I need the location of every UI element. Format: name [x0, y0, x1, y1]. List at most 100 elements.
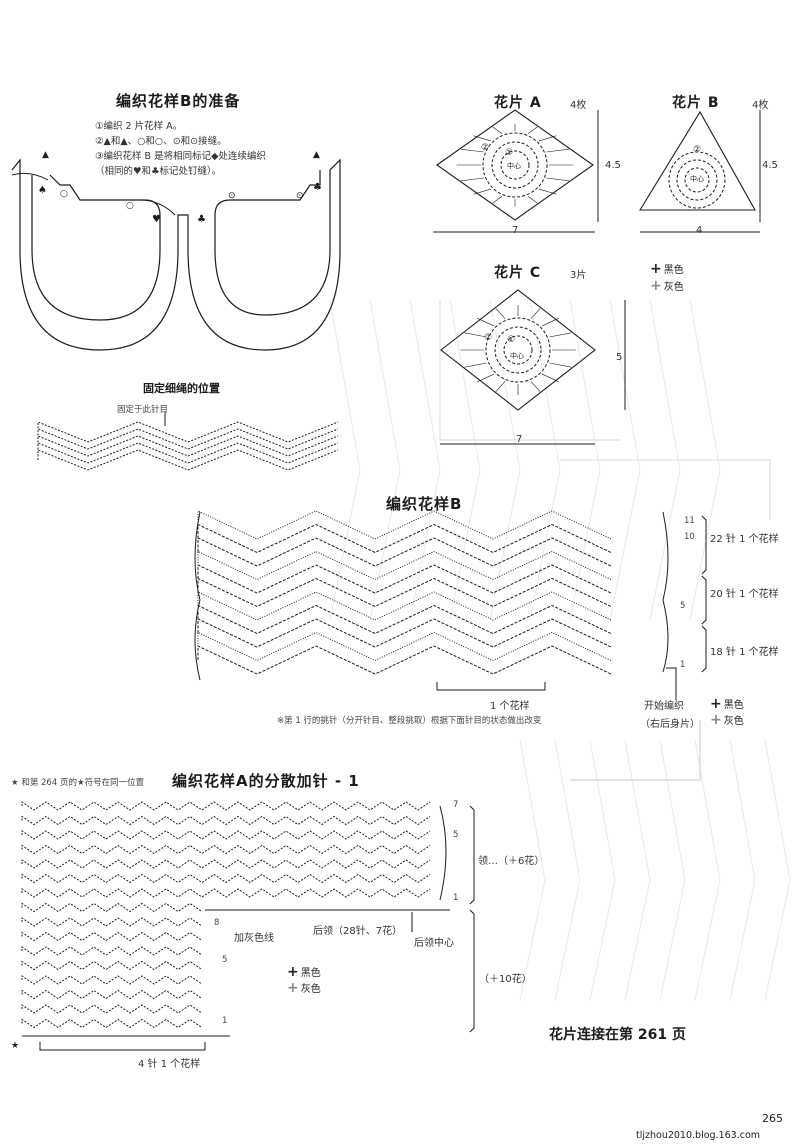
star-marker: ★ [11, 1041, 20, 1051]
pattern-b-row-9 [197, 618, 612, 648]
motif-b-ring [676, 159, 718, 201]
pattern-b-row-1: 1 [680, 660, 686, 670]
cord-note: 固定于此针目 [117, 405, 169, 415]
pattern-b-start-sub: （右后身片） [640, 719, 700, 730]
legend-b-gray: +灰色 [710, 712, 744, 728]
prep-step-1: ①编织 2 片花样 A。 [95, 121, 183, 132]
mark-triangle-r: ▲ [313, 150, 320, 160]
pattern-b-start-arrow [666, 667, 677, 700]
motif-b-width: 4 [696, 225, 703, 236]
motif-c-label-2: ② [484, 333, 492, 343]
motif-a-label-1: ① [505, 148, 513, 158]
pattern-b-start-label: 开始编织 [644, 701, 684, 712]
pattern-a-title: 编织花样A的分散加针 - 1 [172, 772, 360, 790]
pattern-a-row-3 [21, 830, 431, 840]
pattern-a-row-9 [21, 917, 203, 927]
motif-c-label-center: 中心 [510, 351, 524, 360]
cord-row-1 [37, 428, 339, 450]
pattern-a-row-5: 5 [453, 830, 459, 840]
mark-circle-r: ○ [126, 201, 134, 211]
pattern-b-row-6 [197, 577, 612, 608]
motif-a-height: 4.5 [605, 160, 621, 171]
mark-triangle-l: ▲ [42, 150, 49, 160]
motif-a-label-center: 中心 [507, 161, 521, 170]
pattern-a-row-14 [21, 989, 203, 1000]
pattern-a-row-4 [21, 844, 431, 855]
watermark: tljzhou2010.blog.163.com [636, 1130, 761, 1141]
prep-u-inner [31, 174, 161, 321]
pattern-b-row-5: 5 [680, 601, 686, 611]
connect-note: 花片连接在第 261 页 [549, 1027, 686, 1043]
motif-c-width: 7 [516, 434, 523, 445]
pattern-b-row-11 [197, 645, 612, 675]
legend-top-gray: +灰色 [650, 278, 684, 294]
pattern-a-bracket-top [469, 805, 475, 905]
pattern-a-row-13 [21, 975, 203, 985]
pattern-a-row-11 [21, 946, 203, 956]
label-back-collar: 后领（28针、7花） [313, 926, 403, 937]
prep-edge-1 [11, 172, 49, 181]
pattern-a-star-note: ★ 和第 264 页的★符号在同一位置 [11, 778, 145, 788]
mark-dot-l: ⊙ [228, 191, 236, 201]
pattern-b-bracket-22 [701, 515, 707, 575]
pattern-a-bracket-bottom [469, 909, 475, 1033]
cord-row-2 [37, 435, 339, 457]
pattern-b-row-7 [197, 591, 612, 621]
pattern-b-row-1 [197, 510, 612, 540]
motif-b-height: 4.5 [762, 160, 778, 171]
pattern-b-bracket-20 [701, 575, 707, 625]
motif-b-ring [668, 151, 726, 209]
pattern-a-right-edge [439, 805, 447, 901]
pattern-b-repeat-22: 22 针 1 个花样 [710, 534, 779, 545]
pattern-b-bottom-bracket [436, 682, 546, 691]
label-collar-plus6: 领…（＋6花） [478, 856, 545, 867]
pattern-a-row-1-lower: 1 [222, 1016, 228, 1026]
bg-outline-3 [560, 459, 771, 520]
label-add-gray: 加灰色线 [234, 933, 274, 944]
prep-step-3: ③编织花样 B 是将相同标记◆处连续编织 [95, 151, 266, 162]
pattern-a-row-5 [21, 859, 431, 869]
motif-b-title: 花片 B [672, 95, 720, 111]
motif-a-diagram [436, 109, 594, 221]
page-number: 265 [762, 1112, 783, 1125]
pattern-b-bottom-label: 1 个花样 [490, 701, 530, 712]
prep-step-2: ②▲和▲、○和○、⊙和⊙接缝。 [95, 136, 227, 147]
prep-edge-2 [80, 199, 176, 216]
pattern-b-footnote: ※第 1 行的挑针（分开针目、整段挑取）根据下面针目的状态做出改变 [277, 716, 542, 726]
pattern-a-row-15 [21, 1004, 203, 1014]
legend-a-black: +黑色 [287, 964, 321, 980]
pattern-a-row-8 [21, 902, 203, 913]
motif-b-diagram [639, 110, 756, 211]
pattern-a-row-8: 8 [214, 918, 220, 928]
pattern-b-row-2 [197, 523, 612, 554]
motif-a-width: 7 [512, 225, 519, 236]
motif-a-title: 花片 A [494, 95, 542, 111]
pattern-a-bottom-bracket [39, 1042, 206, 1051]
pattern-b-repeat-20: 20 针 1 个花样 [710, 589, 779, 600]
mark-spade: ♠ [38, 185, 47, 196]
pattern-b-repeat-18: 18 针 1 个花样 [710, 647, 779, 658]
pattern-a-row-1 [21, 801, 431, 811]
pattern-a-row-1-upper: 1 [453, 893, 459, 903]
mark-heart: ♥ [152, 214, 161, 225]
pattern-a-row-7: 7 [453, 800, 459, 810]
pattern-b-row-4 [197, 550, 612, 581]
pattern-b-row-11: 11 [684, 516, 695, 526]
mark-club-r: ♣ [313, 182, 322, 193]
motif-c-count: 3片 [570, 270, 587, 281]
prep-step-4: （相同的♥和♣标记处钉缝）。 [95, 166, 222, 177]
legend-b-black: +黑色 [710, 696, 744, 712]
motif-b-label-center: 中心 [690, 174, 704, 183]
motif-c-label-1: ① [507, 335, 515, 345]
motif-a-count: 4枚 [570, 100, 587, 111]
pattern-b-row-10: 10 [684, 532, 695, 542]
motif-c-title: 花片 C [494, 265, 542, 281]
motif-c-height: 5 [616, 352, 623, 363]
pattern-a-row-16 [21, 1018, 203, 1029]
cord-row-0 [37, 421, 339, 443]
pattern-a-row-5-lower: 5 [222, 955, 228, 965]
pattern-b-right-edge [662, 511, 669, 673]
pattern-b-row-5 [197, 564, 612, 594]
motif-b-ring [684, 167, 710, 193]
